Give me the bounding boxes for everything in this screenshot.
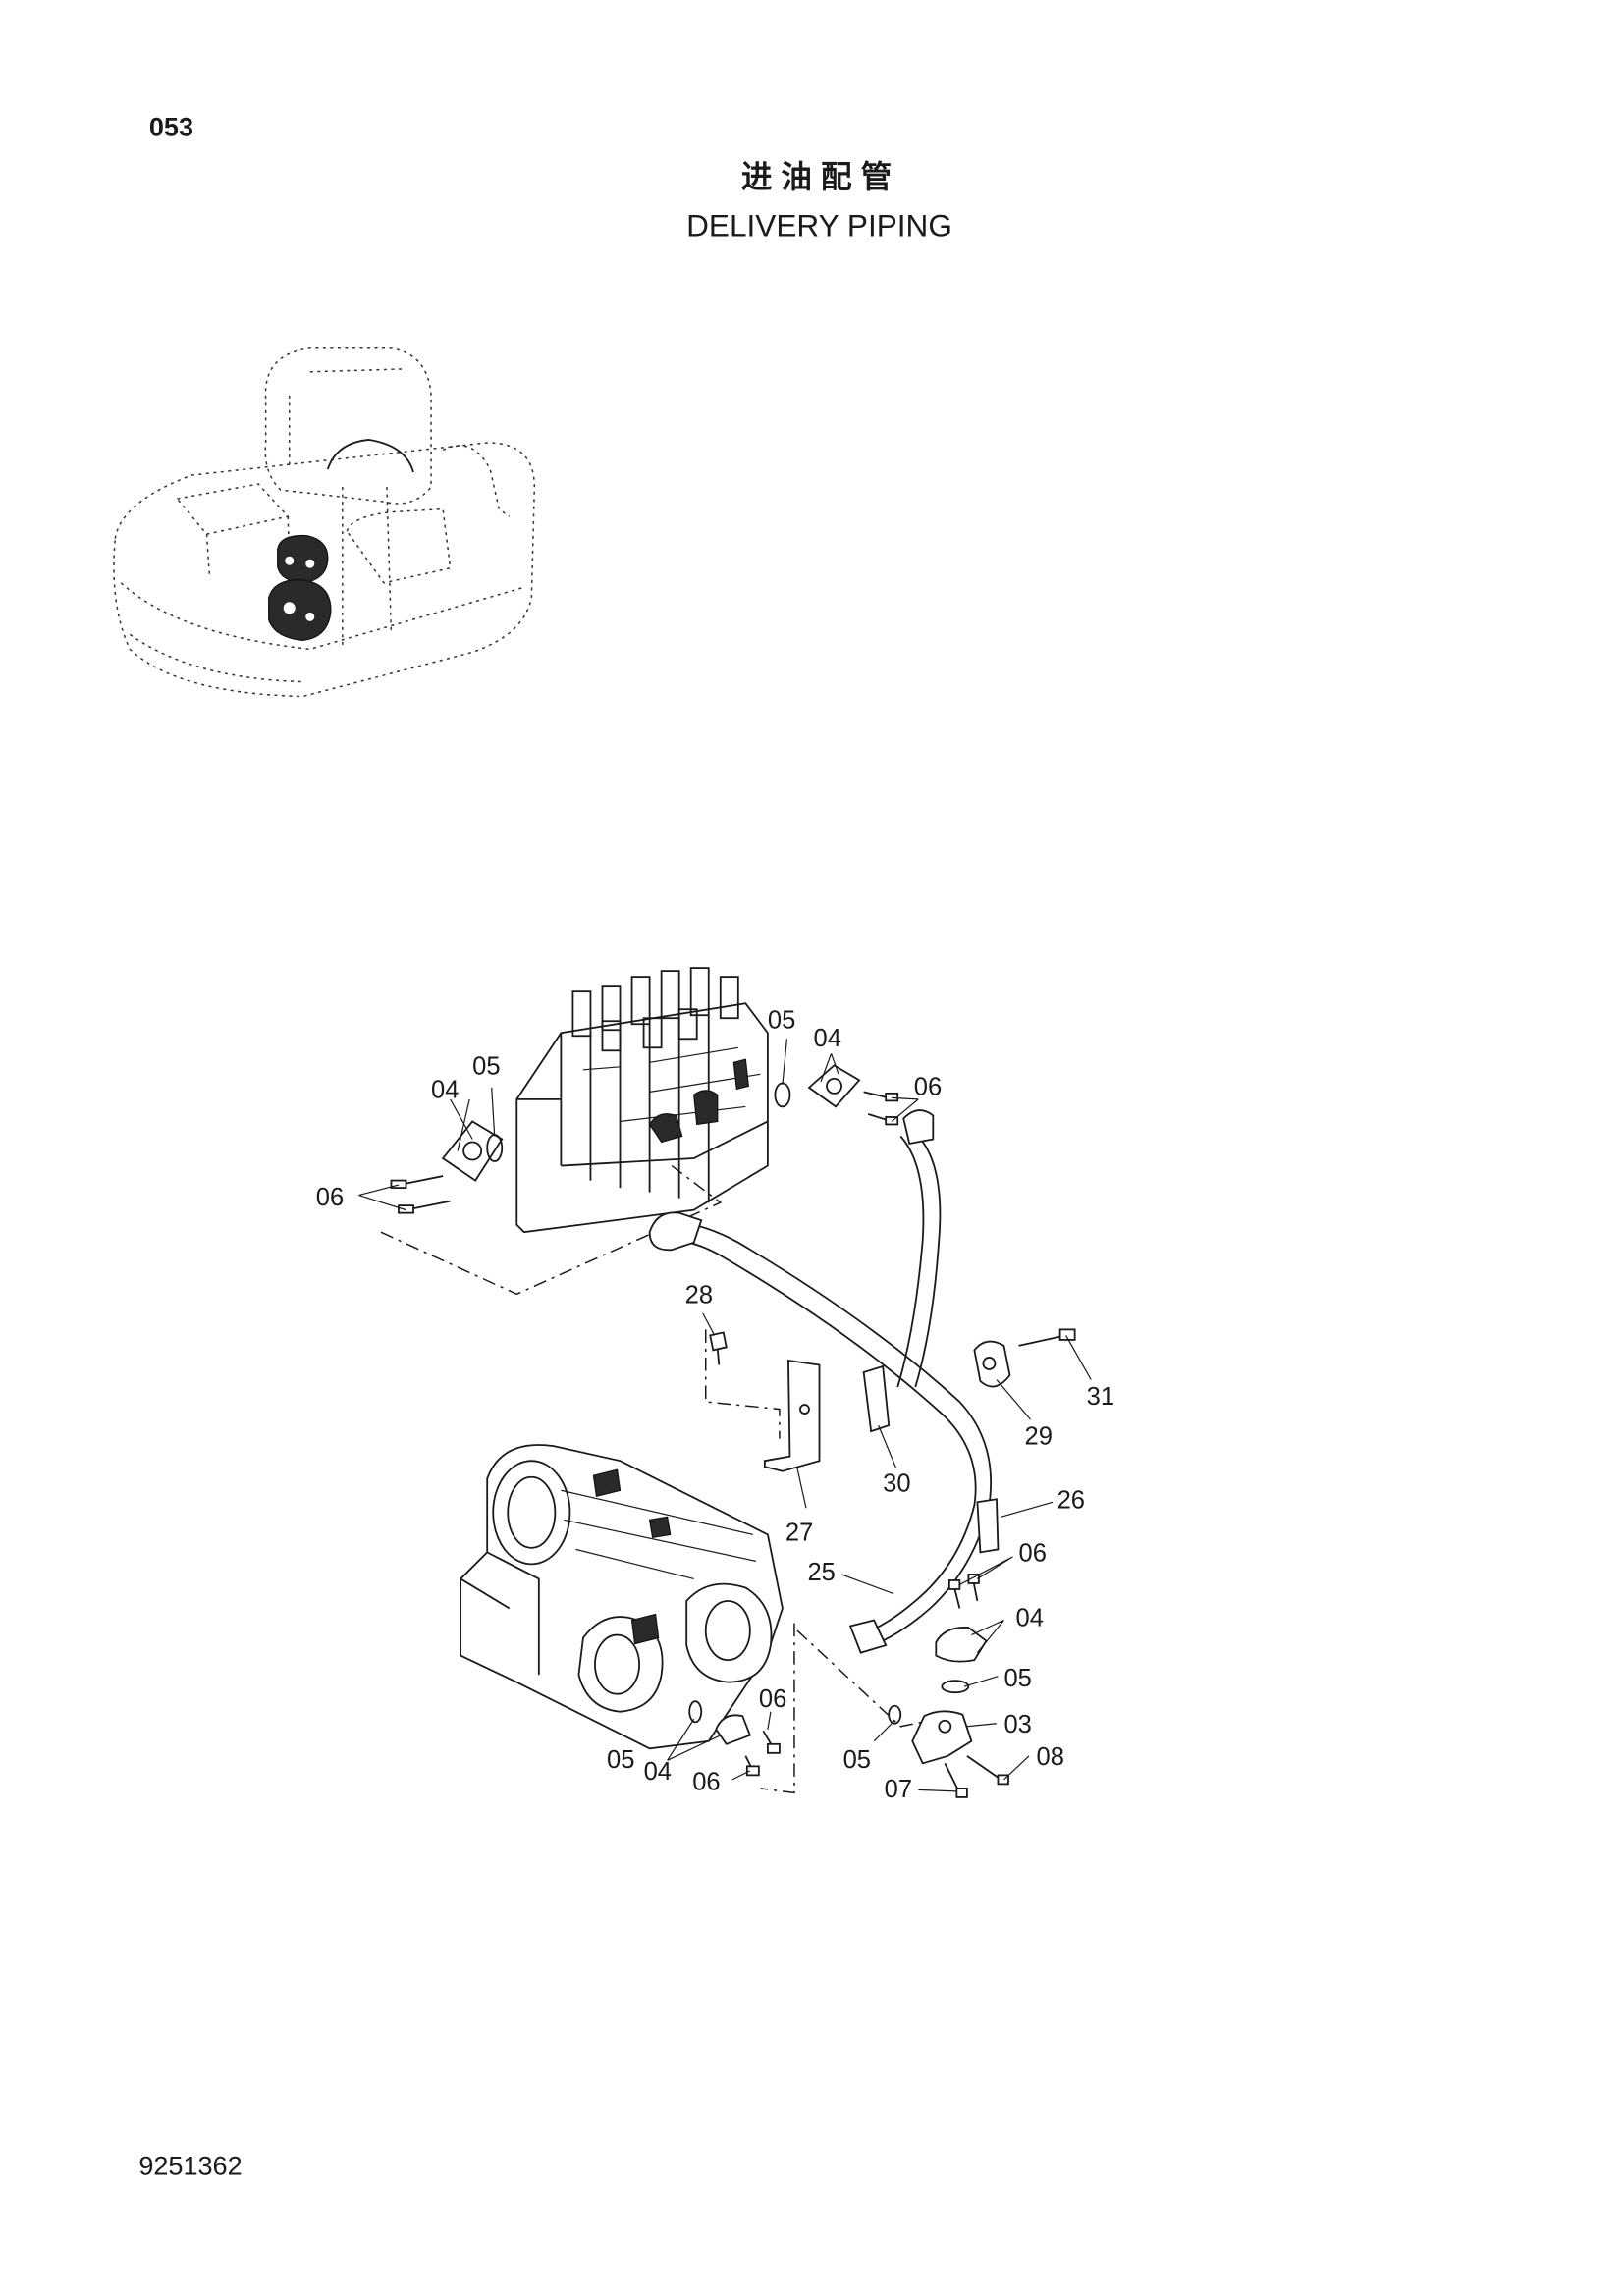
elbow-assembly xyxy=(888,1574,1009,1798)
callout-07: 07 xyxy=(885,1776,912,1803)
alignment-lines xyxy=(380,1164,938,1794)
bolt-31 xyxy=(1018,1328,1076,1347)
callout-05-elbow: 05 xyxy=(1003,1665,1031,1692)
callout-05-right-valve: 05 xyxy=(768,1007,795,1035)
locator-highlighted-parts xyxy=(268,534,332,641)
callout-labels: 05 04 06 05 04 06 28 31 29 30 27 26 25 0… xyxy=(316,1007,1114,1803)
clamp-29 xyxy=(973,1340,1011,1388)
callout-06-pump-bottom: 06 xyxy=(692,1768,720,1795)
callout-08: 08 xyxy=(1037,1743,1064,1771)
title-english: DELIVERY PIPING xyxy=(686,208,952,243)
left-flange-assembly xyxy=(390,1120,504,1214)
callout-04-pump: 04 xyxy=(644,1758,672,1786)
callout-25: 25 xyxy=(807,1559,835,1586)
callout-06-elbow: 06 xyxy=(1019,1539,1047,1567)
pump-flange-assembly xyxy=(688,1700,781,1777)
callout-05-pump: 05 xyxy=(607,1746,634,1774)
bolt-28 xyxy=(709,1331,728,1365)
page-number: 053 xyxy=(149,112,193,141)
footer-code: 9251362 xyxy=(138,2152,242,2181)
callout-31: 31 xyxy=(1087,1383,1114,1411)
callout-06-pump-top: 06 xyxy=(759,1685,786,1713)
callout-04-right-valve: 04 xyxy=(814,1025,841,1052)
clamp-30 xyxy=(862,1364,891,1433)
control-valve xyxy=(515,967,769,1234)
bracket-27 xyxy=(763,1359,821,1472)
callout-05-pump-right: 05 xyxy=(843,1746,871,1774)
hose-assembly xyxy=(648,1109,1000,1654)
callout-04-left-valve: 04 xyxy=(431,1076,459,1103)
locator-excavator-outline xyxy=(113,347,536,698)
leader-lines xyxy=(358,1039,1092,1792)
callout-06-right-valve: 06 xyxy=(914,1073,942,1100)
callout-06-left-valve: 06 xyxy=(316,1184,344,1211)
callout-26: 26 xyxy=(1057,1486,1085,1514)
callout-29: 29 xyxy=(1025,1423,1053,1451)
callout-30: 30 xyxy=(883,1470,910,1498)
callout-05-left-valve: 05 xyxy=(472,1052,500,1080)
callout-27: 27 xyxy=(785,1519,813,1546)
hydraulic-pump xyxy=(460,1444,784,1750)
callout-04-elbow: 04 xyxy=(1016,1605,1044,1632)
right-flange-assembly xyxy=(774,1064,899,1126)
callout-03: 03 xyxy=(1003,1711,1031,1738)
title-chinese: 进油配管 xyxy=(741,159,900,194)
callout-28: 28 xyxy=(685,1281,713,1308)
